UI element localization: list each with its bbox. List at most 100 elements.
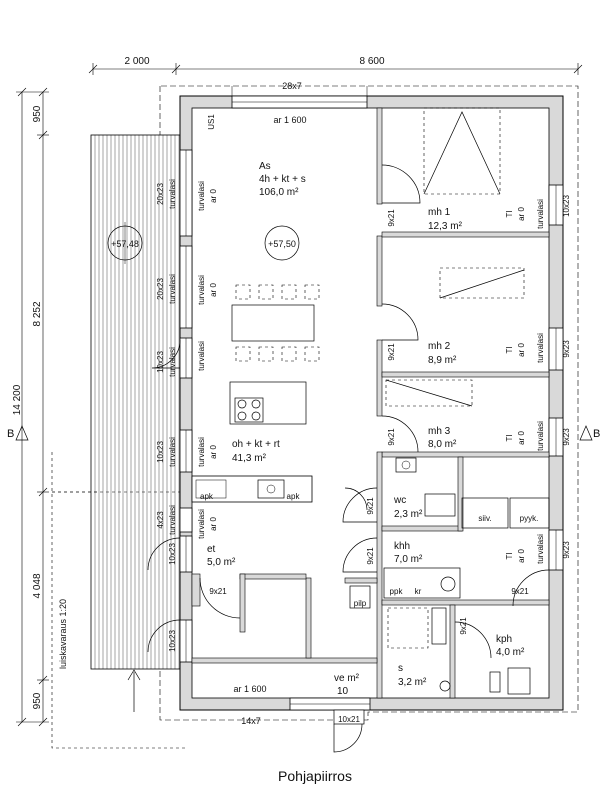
kph-name: kph bbox=[496, 634, 512, 645]
window-w2-size: 20x23 bbox=[156, 278, 165, 300]
dim-2000: 2 000 bbox=[124, 56, 149, 67]
et-name: et bbox=[207, 544, 216, 555]
as-area: 106,0 m² bbox=[259, 187, 299, 198]
ar0-mh3: ar 0 bbox=[517, 431, 526, 445]
window-w4-turvalasi: turvalasi bbox=[168, 437, 177, 467]
door-entry-size: 10x21 bbox=[338, 715, 360, 724]
bathroom-fixtures: siiv. pyyk. ppk kr pilp bbox=[349, 457, 550, 695]
door-mh3-size: 9x21 bbox=[387, 428, 396, 446]
window-w3-size: 10x23 bbox=[156, 351, 165, 373]
ramp-label: luiskavaraus 1:20 bbox=[58, 599, 68, 669]
siiv-label: siiv. bbox=[478, 514, 491, 523]
left-dimensions: 14 200 950 8 252 4 048 950 bbox=[12, 87, 49, 727]
dim-4048: 4 048 bbox=[32, 573, 43, 598]
window-w5-turvalasi: turvalasi bbox=[168, 505, 177, 535]
right-windows: 10x23 9x23 9x23 9x23 turvalasi turvalasi… bbox=[536, 184, 571, 571]
door-et-size: 9x21 bbox=[209, 587, 227, 596]
dining-table bbox=[231, 284, 320, 362]
khh-area: 7,0 m² bbox=[394, 554, 423, 565]
mh2-area: 8,9 m² bbox=[428, 355, 457, 366]
room-labels: US1 ar 1 600 As 4h + kt + s 106,0 m² tur… bbox=[197, 114, 526, 697]
window-r4-turvalasi: turvalasi bbox=[536, 534, 545, 564]
khh-name: khh bbox=[394, 541, 410, 552]
us1-label: US1 bbox=[207, 114, 216, 130]
door-khh-size: 9x21 bbox=[366, 547, 375, 565]
window-w5-size: 4x23 bbox=[156, 511, 165, 529]
dim-950-top: 950 bbox=[32, 105, 43, 122]
kitchen-counter: apk apk bbox=[191, 475, 313, 503]
pilp-label: pilp bbox=[354, 599, 367, 608]
mh1-area: 12,3 m² bbox=[428, 221, 463, 232]
ar0-living-5: ar 0 bbox=[209, 517, 218, 531]
ppk-label: ppk bbox=[390, 587, 404, 596]
door-kph-size: 9x21 bbox=[459, 617, 468, 635]
ar0-living-4: ar 0 bbox=[209, 445, 218, 459]
ar0-living-1: ar 0 bbox=[209, 189, 218, 203]
kr-label: kr bbox=[415, 587, 422, 596]
living-name: oh + kt + rt bbox=[232, 439, 280, 450]
turvalasi-living-2: turvalasi bbox=[197, 275, 206, 305]
wc-area: 2,3 m² bbox=[394, 509, 423, 520]
plot-outline bbox=[159, 85, 579, 721]
turvalasi-living-1: turvalasi bbox=[197, 181, 206, 211]
window-w1-turvalasi: turvalasi bbox=[168, 179, 177, 209]
section-marker-right: B bbox=[579, 425, 600, 441]
ar1600-bottom-label: ar 1 600 bbox=[233, 684, 266, 694]
window-w6-size: 10x23 bbox=[168, 543, 177, 565]
top-window: 28x7 bbox=[231, 81, 368, 109]
window-w1-size: 20x23 bbox=[156, 183, 165, 205]
window-r2-turvalasi: turvalasi bbox=[536, 333, 545, 363]
section-label-left: B bbox=[7, 428, 14, 440]
ti-mh2: TI bbox=[505, 346, 514, 353]
as-composition: 4h + kt + s bbox=[259, 174, 306, 185]
mh1-name: mh 1 bbox=[428, 207, 451, 218]
ti-mh3: TI bbox=[505, 434, 514, 441]
turvalasi-living-5: turvalasi bbox=[197, 509, 206, 539]
bottom-window-entrance: 14x7 10x21 bbox=[241, 697, 371, 753]
top-dimension: 2 000 8 600 bbox=[88, 56, 583, 75]
door-mh2-size: 9x21 bbox=[387, 343, 396, 361]
window-r1-size: 10x23 bbox=[562, 195, 571, 217]
window-w3-turvalasi: turvalasi bbox=[168, 347, 177, 377]
turvalasi-living-4: turvalasi bbox=[197, 437, 206, 467]
ve-name: ve m² bbox=[334, 673, 360, 684]
window-r2-size: 9x23 bbox=[562, 340, 571, 358]
ve-area: 10 bbox=[337, 686, 349, 697]
as-name: As bbox=[259, 161, 271, 172]
ti-mh1: TI bbox=[505, 210, 514, 217]
kitchen-island bbox=[229, 381, 307, 425]
turvalasi-living-3: turvalasi bbox=[197, 341, 206, 371]
dim-8252: 8 252 bbox=[32, 301, 43, 326]
dim-8600: 8 600 bbox=[359, 56, 384, 67]
doors: 9x21 9x21 9x21 9x21 9x21 9x21 9x21 9x21 bbox=[147, 164, 550, 659]
dim-14200: 14 200 bbox=[12, 384, 23, 415]
mh3-area: 8,0 m² bbox=[428, 439, 457, 450]
living-elevation-marker: +57,50 bbox=[264, 225, 300, 261]
apk-label-left: apk bbox=[200, 492, 214, 501]
mh3-name: mh 3 bbox=[428, 426, 451, 437]
section-marker-left: B bbox=[7, 425, 29, 441]
section-label-right: B bbox=[593, 428, 600, 440]
ar1600-top-label: ar 1 600 bbox=[273, 115, 306, 125]
door-wc-size: 9x21 bbox=[366, 497, 375, 515]
terrace-deck: luiskavaraus 1:20 bbox=[51, 134, 186, 749]
wc-name: wc bbox=[393, 495, 406, 506]
et-area: 5,0 m² bbox=[207, 557, 236, 568]
window-r3-turvalasi: turvalasi bbox=[536, 421, 545, 451]
left-windows: 20x23 turvalasi 20x23 turvalasi 10x23 tu… bbox=[156, 149, 193, 663]
window-w7-size: 10x23 bbox=[168, 630, 177, 652]
elevation-living: +57,50 bbox=[268, 239, 296, 249]
pyyk-label: pyyk. bbox=[520, 514, 539, 523]
interior-walls bbox=[191, 107, 550, 699]
window-w4-size: 10x23 bbox=[156, 441, 165, 463]
wardrobes bbox=[385, 107, 525, 407]
ti-khh: TI bbox=[505, 552, 514, 559]
door-mh1-size: 9x21 bbox=[387, 209, 396, 227]
door-khh-out-size: 9x21 bbox=[511, 587, 529, 596]
ar0-living-2: ar 0 bbox=[209, 283, 218, 297]
window-r3-size: 9x23 bbox=[562, 428, 571, 446]
window-w2-turvalasi: turvalasi bbox=[168, 274, 177, 304]
ar0-mh1: ar 0 bbox=[517, 207, 526, 221]
window-bottom-size: 14x7 bbox=[241, 716, 261, 726]
